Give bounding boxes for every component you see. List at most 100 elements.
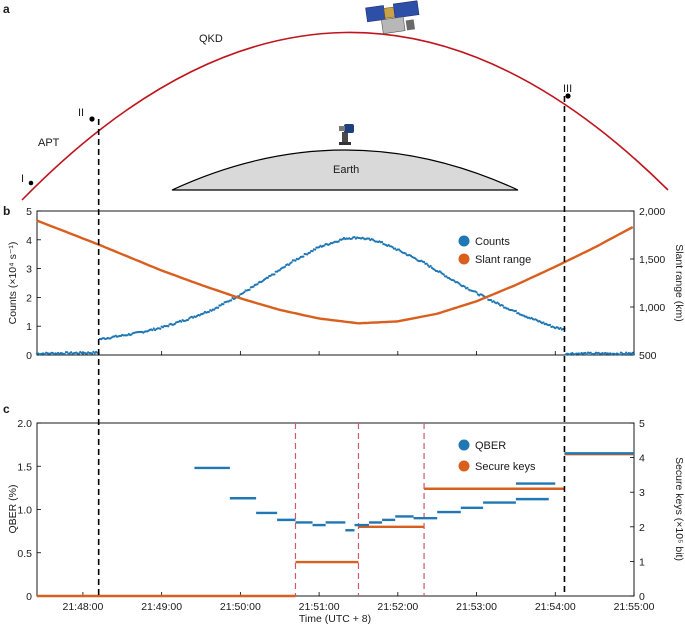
legend-counts-marker xyxy=(458,235,470,247)
counts-point xyxy=(579,353,582,356)
label-point-1: I xyxy=(21,173,24,185)
legend-slant-range-label: Slant range xyxy=(475,254,531,266)
y-tick-label-left-c: 1.5 xyxy=(17,461,32,473)
plot-b-frame xyxy=(36,210,635,356)
ground-telescope-icon xyxy=(339,124,354,145)
satellite-icon xyxy=(365,0,420,35)
y-tick-label-right-c: 3 xyxy=(639,487,645,499)
counts-point xyxy=(216,306,220,309)
counts-point xyxy=(159,327,162,330)
legend-slant-range-marker xyxy=(458,253,470,265)
y-tick-label-left-c: 2.0 xyxy=(17,418,32,430)
panel-letter-a: a xyxy=(3,2,10,16)
y-tick-label-right-c: 1 xyxy=(639,556,645,568)
counts-point xyxy=(283,265,287,268)
counts-point xyxy=(631,351,634,354)
legend-secure-keys-label: Secure keys xyxy=(475,461,536,473)
legend-qber-marker xyxy=(458,439,470,451)
counts-point xyxy=(559,326,562,330)
counts-point xyxy=(542,321,545,324)
y-tick-label-left-c: 0 xyxy=(26,591,32,603)
counts-point xyxy=(353,235,356,239)
panel-a: a QKD APT Earth I II III xyxy=(3,0,669,201)
label-point-2: II xyxy=(78,107,84,119)
counts-point xyxy=(230,299,233,302)
x-tick-label-c: 21:49:00 xyxy=(141,601,182,613)
counts-point xyxy=(489,298,493,302)
y-tick-label-left-b: 0 xyxy=(26,350,32,362)
counts-point xyxy=(63,352,66,356)
counts-point xyxy=(337,240,340,243)
label-qkd: QKD xyxy=(199,33,223,45)
earth-dome xyxy=(171,149,519,191)
counts-point xyxy=(442,273,445,276)
counts-point xyxy=(294,259,297,262)
counts-point xyxy=(323,244,326,247)
counts-point xyxy=(266,276,270,279)
point-3-marker xyxy=(565,93,571,99)
legend-counts-label: Counts xyxy=(475,236,510,248)
counts-point xyxy=(252,285,255,288)
counts-point xyxy=(380,240,384,244)
label-earth: Earth xyxy=(333,164,359,176)
counts-point xyxy=(180,320,183,323)
counts-point xyxy=(92,350,95,354)
y-tick-label-left-b: 5 xyxy=(26,206,32,218)
counts-point xyxy=(466,286,469,289)
counts-point xyxy=(167,325,170,328)
counts-point xyxy=(618,353,621,356)
counts-point xyxy=(256,283,259,286)
counts-point xyxy=(404,252,407,255)
y-tick-label-right-b: 1,000 xyxy=(639,302,665,314)
plot-c-frame xyxy=(36,422,635,597)
counts-point xyxy=(306,253,309,256)
counts-point xyxy=(298,257,301,260)
y-axis-label-qber: QBER (%) xyxy=(7,484,19,533)
x-tick-label-c: 21:55:00 xyxy=(614,601,655,613)
counts-point xyxy=(308,251,312,254)
counts-point xyxy=(186,318,189,322)
counts-point xyxy=(625,351,628,354)
counts-point xyxy=(501,304,504,307)
counts-point xyxy=(91,352,94,355)
y-tick-label-right-c: 5 xyxy=(639,418,645,430)
counts-point xyxy=(278,269,281,272)
counts-point xyxy=(497,302,500,306)
x-tick-label-c: 21:51:00 xyxy=(299,601,340,613)
y-axis-label-secure-keys: Secure keys (×10⁵ bit) xyxy=(673,457,685,561)
counts-point xyxy=(248,288,251,291)
legend-secure-keys-marker xyxy=(458,460,470,472)
counts-point xyxy=(453,279,456,282)
x-tick-label-c: 21:50:00 xyxy=(220,601,261,613)
counts-point xyxy=(207,310,210,314)
y-tick-label-right-b: 1,500 xyxy=(639,254,665,266)
y-axis-label-counts: Counts (×10⁴ s⁻¹) xyxy=(7,242,19,325)
legend-b: Counts Slant range xyxy=(458,235,531,266)
counts-point xyxy=(213,308,216,311)
counts-point xyxy=(243,290,246,294)
y-tick-label-left-c: 1.0 xyxy=(17,505,32,517)
y-tick-label-right-b: 500 xyxy=(639,350,657,362)
legend-qber-label: QBER xyxy=(475,440,506,452)
counts-point xyxy=(290,261,293,264)
counts-point xyxy=(202,312,205,315)
counts-point xyxy=(548,323,552,326)
y-tick-label-left-b: 1 xyxy=(26,321,32,333)
y-tick-label-left-b: 3 xyxy=(26,264,32,276)
counts-point xyxy=(273,273,276,276)
y-tick-label-right-c: 4 xyxy=(639,453,645,465)
y-tick-label-right-c: 0 xyxy=(639,591,645,603)
counts-point xyxy=(425,262,428,265)
counts-point xyxy=(311,250,314,253)
label-apt: APT xyxy=(38,137,60,149)
y-tick-label-right-b: 2,000 xyxy=(639,206,665,218)
counts-point xyxy=(398,248,401,251)
slant-range-line xyxy=(36,219,634,325)
counts-point xyxy=(302,255,305,258)
x-axis-label: Time (UTC + 8) xyxy=(299,613,371,625)
counts-point xyxy=(151,329,154,332)
y-tick-label-left-c: 0.5 xyxy=(17,548,32,560)
panel-letter-c: c xyxy=(3,402,10,416)
counts-point xyxy=(422,260,426,264)
